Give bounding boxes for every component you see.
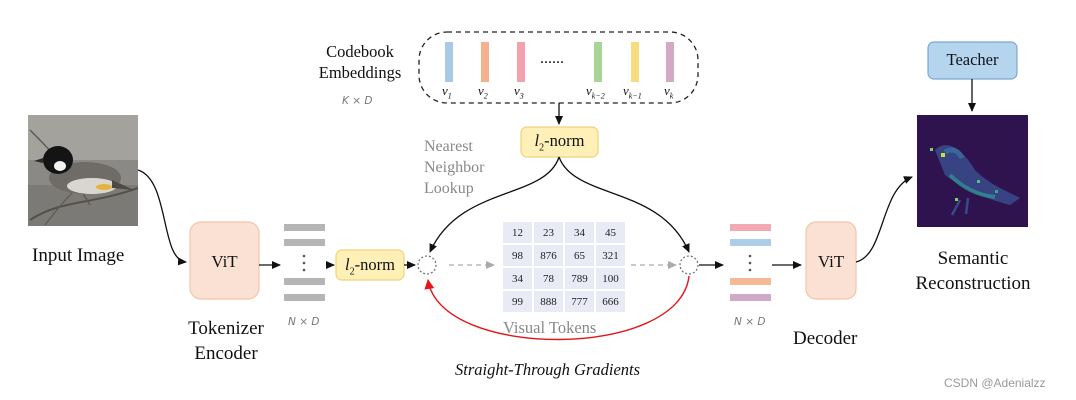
token-cell: 45 bbox=[596, 222, 625, 243]
nearest-neighbor-lookup-label: Nearest Neighbor Lookup bbox=[424, 136, 484, 199]
watermark: CSDN @Adenialzz bbox=[944, 376, 1046, 390]
codebook-vector-2 bbox=[481, 42, 489, 82]
output-label-line1: Semantic bbox=[937, 248, 1009, 269]
semantic-reconstruction-map bbox=[917, 115, 1028, 227]
decoder-token-stack bbox=[730, 224, 771, 301]
codebook-vector-label-1: v1 bbox=[442, 83, 452, 101]
token-cell: 65 bbox=[565, 245, 594, 266]
codebook-vector-k-1 bbox=[631, 42, 639, 82]
codebook-vector-label-3: v3 bbox=[514, 83, 524, 101]
codebook-vector-label-k: vk bbox=[664, 83, 674, 101]
input-image-label: Input Image bbox=[32, 245, 125, 266]
norm-left-label: l2-norm bbox=[345, 255, 395, 278]
token-cell: 888 bbox=[534, 291, 563, 312]
arrow-norm-to-right-node bbox=[558, 156, 690, 253]
decoder-shape-label: N × D bbox=[734, 316, 766, 328]
codebook-vector-k bbox=[666, 42, 674, 82]
codebook-title: Codebook Embeddings bbox=[318, 41, 402, 83]
encoder-token-stack bbox=[284, 224, 325, 301]
codebook-vector-3 bbox=[517, 42, 525, 82]
token-cell: 321 bbox=[596, 245, 625, 266]
norm-top-label: l2-norm bbox=[534, 131, 585, 154]
codebook-vector-label-k-1: vk−1 bbox=[623, 83, 642, 101]
decoder-label: Decoder bbox=[793, 328, 858, 349]
visual-tokens-label: Visual Tokens bbox=[503, 318, 597, 337]
teacher-label: Teacher bbox=[946, 50, 999, 69]
lookup-line3: Lookup bbox=[424, 180, 474, 197]
token-cell: 666 bbox=[596, 291, 625, 312]
arrow-norm-to-left-node bbox=[429, 156, 560, 253]
encoder-label-line1: Tokenizer bbox=[188, 318, 264, 339]
codebook-vector-label-2: v2 bbox=[478, 83, 488, 101]
token-cell: 34 bbox=[565, 222, 594, 243]
codebook-ellipsis: ...... bbox=[540, 50, 564, 67]
semantic-reconstruction-label: Semantic Reconstruction bbox=[898, 246, 1048, 296]
output-label-line2: Reconstruction bbox=[915, 273, 1031, 294]
token-cell: 789 bbox=[565, 268, 594, 289]
codebook-title-line2: Embeddings bbox=[318, 63, 402, 82]
token-cell: 12 bbox=[503, 222, 532, 243]
token-cell: 777 bbox=[565, 291, 594, 312]
encoder-label: Tokenizer Encoder bbox=[175, 316, 277, 366]
token-cell: 23 bbox=[534, 222, 563, 243]
arrow-decoder-to-output bbox=[855, 176, 913, 263]
token-cell: 99 bbox=[503, 291, 532, 312]
lookup-line2: Neighbor bbox=[424, 159, 485, 176]
left-comparison-node bbox=[417, 255, 437, 275]
token-cell: 34 bbox=[503, 268, 532, 289]
codebook-vectors bbox=[445, 42, 674, 82]
lookup-line1: Nearest bbox=[424, 138, 473, 155]
codebook-vector-label-k-2: vk−2 bbox=[586, 83, 605, 101]
encoder-shape-label: N × D bbox=[288, 316, 320, 328]
decoder-vit-box bbox=[805, 221, 857, 300]
encoder-vit-label: ViT bbox=[211, 252, 238, 271]
right-comparison-node bbox=[679, 255, 699, 275]
straight-through-gradients-label: Straight-Through Gradients bbox=[455, 360, 641, 379]
token-cell: 78 bbox=[534, 268, 563, 289]
straight-through-gradient-arrow bbox=[424, 275, 690, 341]
codebook-container bbox=[418, 31, 699, 104]
arrow-image-to-encoder bbox=[137, 169, 187, 266]
codebook-title-line1: Codebook bbox=[326, 42, 394, 61]
input-image bbox=[28, 115, 139, 226]
token-cell: 98 bbox=[503, 245, 532, 266]
codebook-shape-label: K × D bbox=[342, 95, 373, 107]
decoder-vit-label: ViT bbox=[817, 252, 845, 271]
token-cell: 100 bbox=[596, 268, 625, 289]
encoder-label-line2: Encoder bbox=[194, 343, 258, 364]
encoder-vit-box bbox=[189, 221, 260, 300]
visual-tokens-grid: 12 23 34 45 98 876 65 321 34 78 789 100 … bbox=[503, 222, 625, 312]
codebook-vector-k-2 bbox=[594, 42, 602, 82]
token-cell: 876 bbox=[534, 245, 563, 266]
codebook-vector-1 bbox=[445, 42, 453, 82]
